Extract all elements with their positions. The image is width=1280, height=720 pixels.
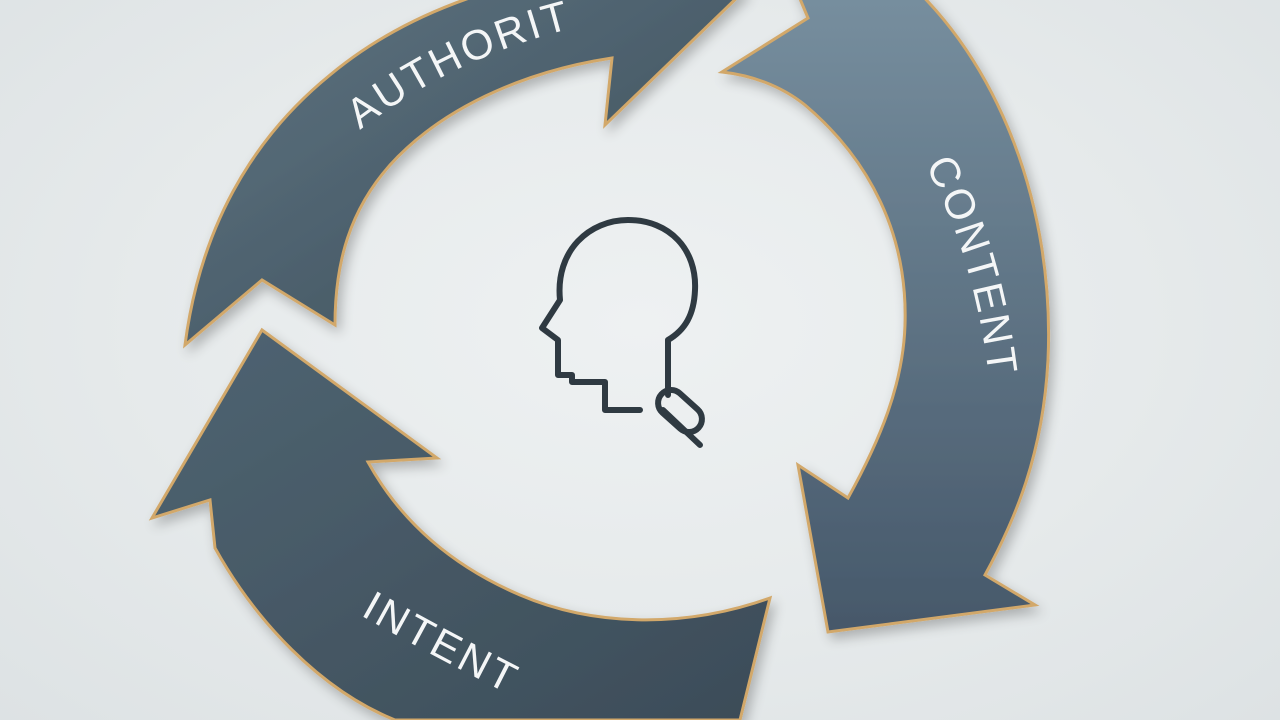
intent-arrow xyxy=(148,327,773,720)
head-search-icon xyxy=(539,217,705,448)
head-outline xyxy=(539,217,699,413)
content-arrow xyxy=(717,0,1051,634)
magnifier-lens xyxy=(655,386,705,436)
authority-arrow xyxy=(183,0,737,349)
